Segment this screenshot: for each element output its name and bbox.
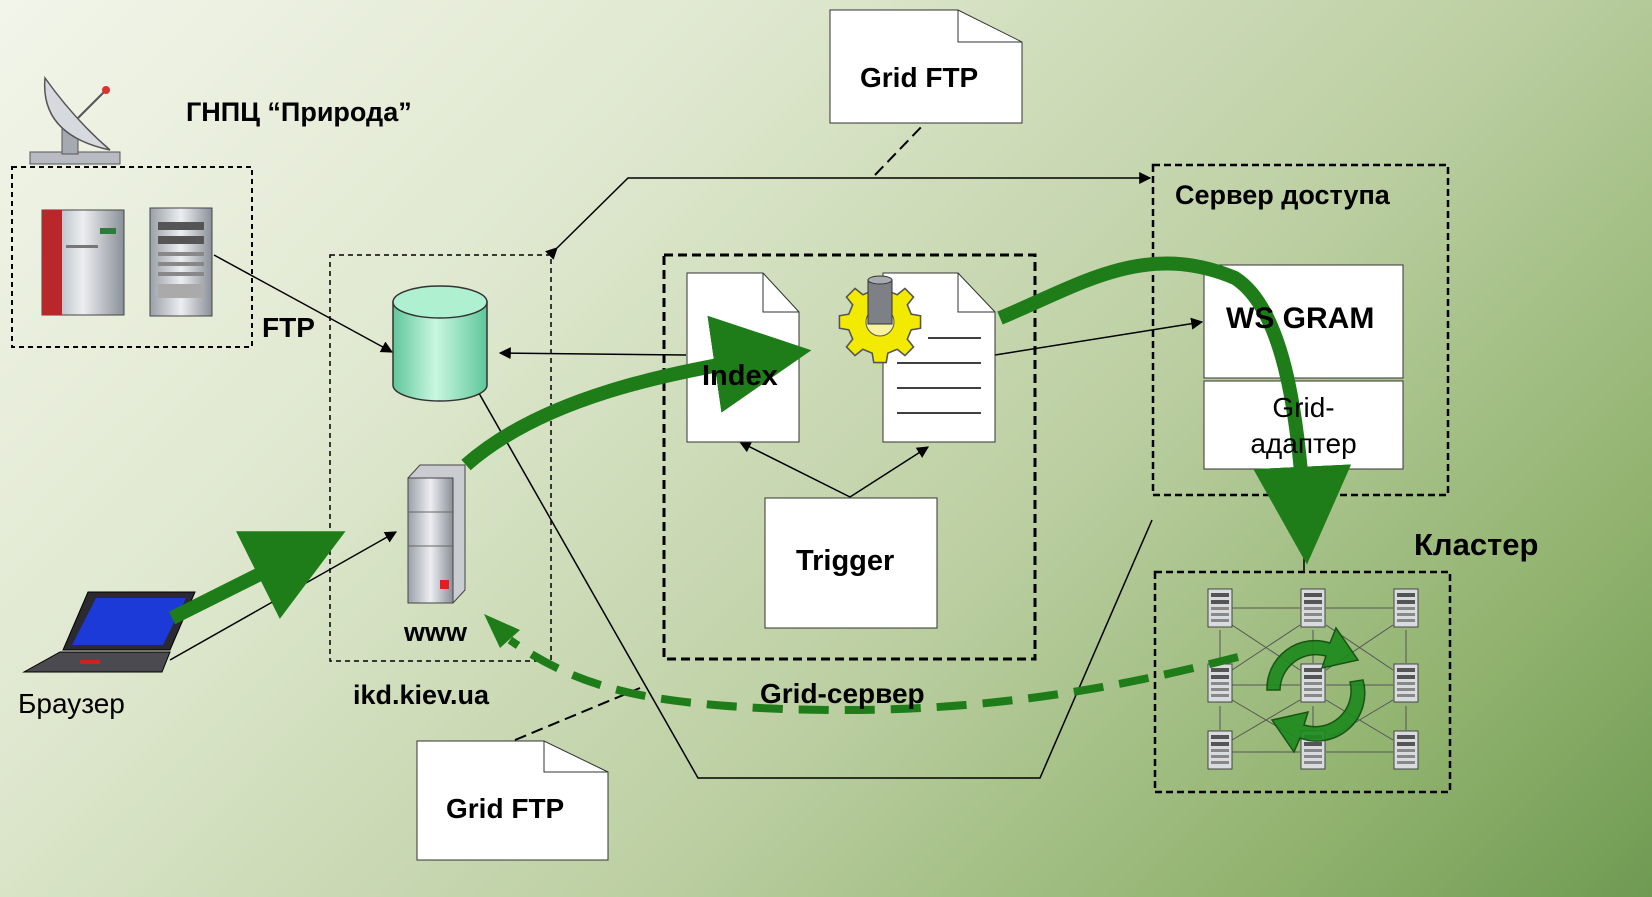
grid-ftp-bottom-label: Grid FTP xyxy=(446,793,565,824)
gear-icon xyxy=(838,275,922,364)
ikd-group xyxy=(329,254,552,662)
mainframe-icon xyxy=(41,209,125,316)
link-trigger-index xyxy=(738,441,851,498)
ftp-label: FTP xyxy=(262,312,315,343)
grid-ftp-bottom-note xyxy=(416,740,609,861)
link-top xyxy=(545,172,1152,260)
cluster-group xyxy=(1153,570,1452,794)
gridftp-bottom-dash xyxy=(514,687,641,741)
link-doc-wsgram xyxy=(994,317,1204,356)
ikd-label: ikd.kiev.ua xyxy=(353,680,490,710)
trigger-box xyxy=(764,497,938,629)
grid-ftp-top-note xyxy=(829,9,1023,124)
link-index-db xyxy=(498,347,687,360)
database-icon xyxy=(392,285,488,402)
grid-adapter-label: Grid- адаптер xyxy=(1250,392,1357,459)
cluster-label: Кластер xyxy=(1414,527,1539,562)
trigger-label: Trigger xyxy=(796,545,895,577)
grid-server-label: Grid-сервер xyxy=(760,678,925,709)
flow-return-arrowhead xyxy=(484,614,520,648)
index-label: Index xyxy=(702,360,778,392)
link-ftp xyxy=(213,254,394,353)
link-bottom xyxy=(469,382,1153,779)
web-server-icon xyxy=(407,464,466,604)
www-label: www xyxy=(404,617,468,647)
flow-browser-to-www xyxy=(168,531,346,625)
nature-center-label: ГНПЦ “Природа” xyxy=(186,97,412,127)
ws-gram-label: WS GRAM xyxy=(1226,302,1375,335)
tower-server-icon xyxy=(149,207,213,317)
satellite-dish-icon xyxy=(29,75,121,165)
gridftp-top-dash xyxy=(874,122,926,176)
grid-ftp-top-label: Grid FTP xyxy=(860,62,979,93)
flow-cluster-to-www-dashed xyxy=(507,636,1239,715)
flow-www-to-gear xyxy=(461,315,812,471)
laptop-icon xyxy=(22,591,196,673)
document-lines xyxy=(897,337,981,414)
nature-center-group xyxy=(11,166,253,348)
flow-doc-to-cluster xyxy=(997,256,1352,565)
browser-label: Браузер xyxy=(18,688,125,719)
link-trigger-doc xyxy=(849,446,930,498)
access-server-label: Сервер доступа xyxy=(1175,180,1390,210)
cluster-node-icon xyxy=(1207,588,1419,770)
cycle-arrows-icon xyxy=(1266,626,1366,754)
